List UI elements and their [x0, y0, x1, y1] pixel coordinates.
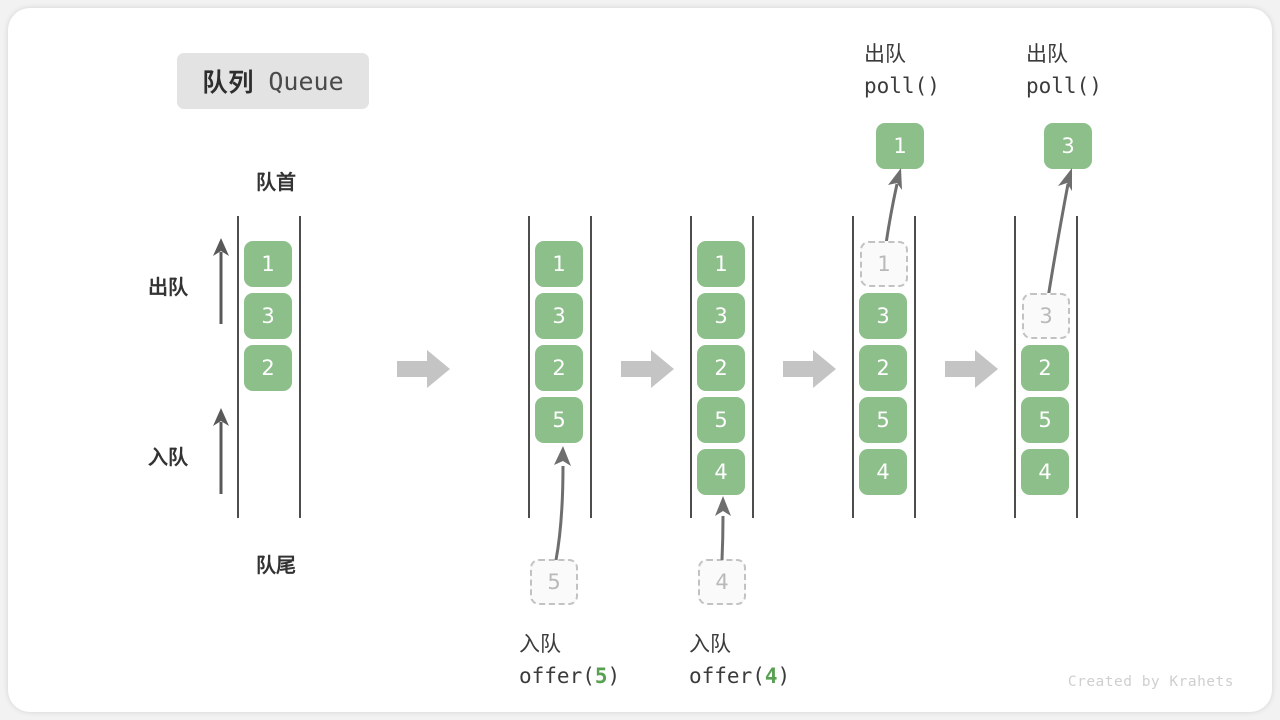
poll-curve-arrow-icon — [1046, 168, 1072, 299]
rail-right-col1 — [299, 216, 301, 518]
queue-cell: 5 — [697, 397, 745, 443]
queue-cell: 3 — [697, 293, 745, 339]
code-value: 4 — [764, 664, 778, 688]
code-fn-end: ) — [607, 664, 621, 688]
queue-cell: 1 — [535, 241, 583, 287]
rail-right-col4 — [914, 216, 916, 518]
enqueue-curve-arrow-icon — [554, 446, 571, 561]
rear-label: 队尾 — [256, 553, 296, 577]
step-caption-zh: 出队 — [864, 42, 906, 66]
step-caption-code: poll() — [1026, 74, 1102, 98]
enqueue-arrow-icon — [213, 408, 229, 494]
enqueue-label: 入队 — [148, 445, 188, 469]
transition-arrow-icon — [783, 350, 836, 388]
rail-right-col3 — [752, 216, 754, 518]
queue-cell: 3 — [535, 293, 583, 339]
queue-cell: 2 — [244, 345, 292, 391]
queue-cell: 3 — [244, 293, 292, 339]
rail-left-col1 — [237, 216, 239, 518]
queue-cell: 1 — [697, 241, 745, 287]
queue-cell: 5 — [535, 397, 583, 443]
queue-cell: 2 — [697, 345, 745, 391]
code-fn: offer( — [519, 664, 595, 688]
rail-left-col3 — [690, 216, 692, 518]
queue-cell: 3 — [859, 293, 907, 339]
step-caption-zh: 入队 — [689, 632, 731, 656]
title-en: Queue — [268, 66, 344, 96]
transition-arrow-icon — [621, 350, 674, 388]
queue-cell: 5 — [1021, 397, 1069, 443]
popped-cell: 3 — [1044, 123, 1092, 169]
queue-cell: 4 — [1021, 449, 1069, 495]
dequeue-arrow-icon — [213, 238, 229, 324]
queue-cell: 1 — [244, 241, 292, 287]
step-caption-zh: 入队 — [519, 632, 561, 656]
incoming-ghost-cell: 4 — [698, 559, 746, 605]
code-fn-end: ) — [777, 664, 791, 688]
title-zh: 队列 — [202, 68, 255, 97]
front-label: 队首 — [256, 170, 296, 194]
incoming-ghost-cell: 5 — [530, 559, 578, 605]
popped-cell: 1 — [876, 123, 924, 169]
queue-cell-ghost: 1 — [860, 241, 908, 287]
rail-left-col2 — [528, 216, 530, 518]
title-pill: 队列 Queue — [177, 53, 369, 109]
queue-cell: 2 — [859, 345, 907, 391]
credit-text: Created by Krahets — [1067, 674, 1234, 690]
step-caption-code: poll() — [864, 74, 940, 98]
queue-cell: 2 — [1021, 345, 1069, 391]
step-caption-code: offer(5) — [519, 664, 620, 688]
rail-left-col5 — [1014, 216, 1016, 518]
queue-cell-ghost: 3 — [1022, 293, 1070, 339]
rail-right-col5 — [1076, 216, 1078, 518]
queue-cell: 5 — [859, 397, 907, 443]
step-caption-zh: 出队 — [1026, 42, 1068, 66]
code-fn: offer( — [689, 664, 765, 688]
queue-cell: 2 — [535, 345, 583, 391]
enqueue-curve-arrow-icon — [715, 496, 731, 561]
dequeue-label: 出队 — [148, 275, 188, 299]
queue-cell: 4 — [697, 449, 745, 495]
rail-right-col2 — [590, 216, 592, 518]
transition-arrow-icon — [945, 350, 998, 388]
transition-arrow-icon — [397, 350, 450, 388]
queue-cell: 4 — [859, 449, 907, 495]
code-value: 5 — [594, 664, 608, 688]
step-caption-code: offer(4) — [689, 664, 790, 688]
poll-curve-arrow-icon — [884, 168, 902, 245]
diagram-card: 队列 Queue 队首 1 3 2 出队 入队 队尾 1 3 — [8, 8, 1272, 712]
rail-left-col4 — [852, 216, 854, 518]
